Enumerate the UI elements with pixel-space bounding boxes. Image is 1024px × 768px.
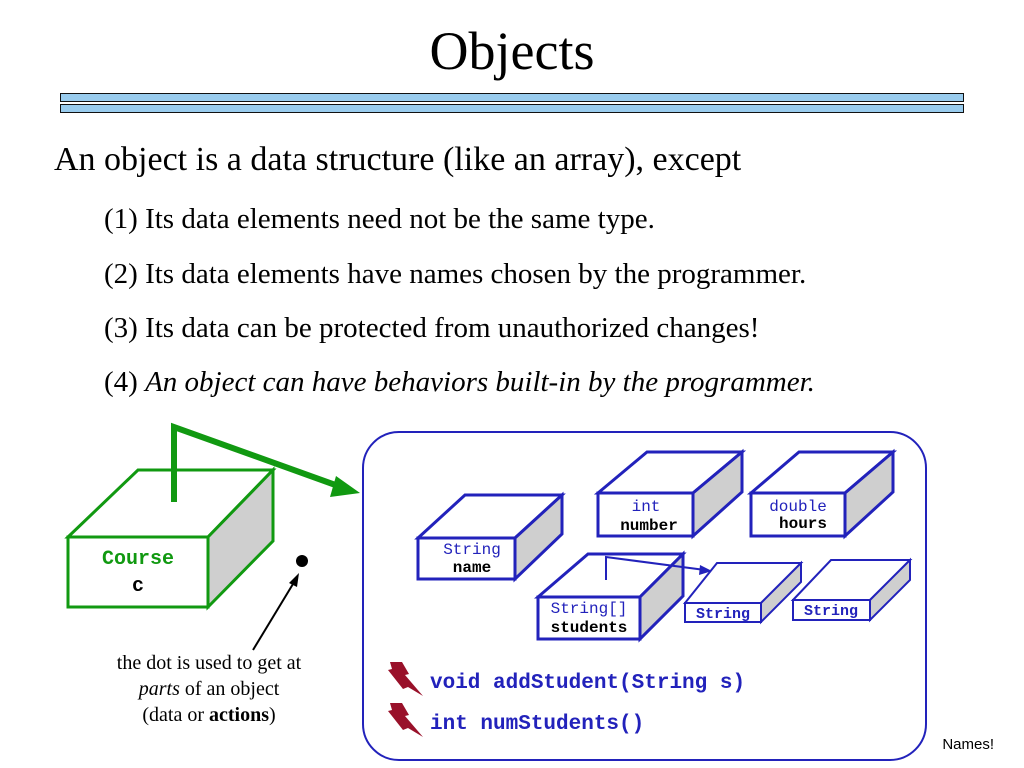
field-hours-box: double hours — [746, 448, 898, 540]
method-num-students: int numStudents() — [430, 713, 644, 736]
point-1: (1) Its data elements need not be the sa… — [104, 201, 655, 237]
field-students-box: String[] students — [533, 550, 687, 643]
course-type-label: Course — [102, 548, 174, 571]
array-reference-arrowhead — [699, 565, 712, 575]
caption-data-or: (data or — [142, 704, 209, 726]
caption-parts: parts — [138, 678, 180, 700]
dot-operator-icon — [296, 555, 308, 567]
point-3-text: Its data can be protected from unauthori… — [145, 312, 760, 344]
point-2-number: (2) — [104, 258, 138, 290]
field-hours-label: hours — [779, 515, 827, 533]
names-note: Names! — [942, 736, 994, 753]
field-number-box: int number — [593, 448, 747, 540]
title-rule-top — [60, 93, 964, 102]
slide-title: Objects — [429, 21, 595, 81]
caption-line-2: parts of an object — [78, 676, 340, 702]
field-hours-type: double — [769, 498, 827, 516]
course-variable-box: Course c — [64, 466, 277, 611]
field-name-label: name — [453, 559, 491, 577]
caption-of-object: of an object — [179, 678, 280, 700]
dot-pointer-arrowhead — [289, 573, 299, 587]
array-element-2: String — [790, 557, 913, 623]
point-3: (3) Its data can be protected from unaut… — [104, 310, 759, 346]
dot-caption: the dot is used to get at parts of an ob… — [78, 650, 340, 728]
dot-pointer-arrow — [252, 578, 297, 651]
point-4-text: An object can have behaviors built-in by… — [145, 366, 815, 398]
array-element-2-type: String — [804, 603, 858, 620]
field-students-label: students — [551, 619, 628, 637]
lightning-icon — [388, 703, 423, 737]
field-name-box: String name — [414, 491, 566, 583]
reference-arrowhead — [330, 476, 360, 497]
field-students-type: String[] — [551, 600, 628, 618]
array-reference-arrow — [605, 555, 706, 580]
field-number-type: int — [632, 498, 661, 516]
point-2-text: Its data elements have names chosen by t… — [145, 258, 807, 290]
title-rule-bottom — [60, 104, 964, 113]
caption-actions: actions — [208, 704, 269, 726]
array-element-1: String — [682, 560, 804, 625]
reference-arrow — [171, 422, 343, 502]
point-3-number: (3) — [104, 312, 138, 344]
lightning-icon — [388, 662, 423, 696]
course-var-name: c — [132, 575, 144, 598]
point-2: (2) Its data elements have names chosen … — [104, 256, 806, 292]
array-element-1-type: String — [696, 606, 750, 623]
point-4-number: (4) — [104, 366, 138, 398]
caption-close: ) — [268, 704, 276, 726]
intro-text: An object is a data structure (like an a… — [54, 141, 742, 178]
method-add-student: void addStudent(String s) — [430, 672, 745, 695]
point-4: (4) An object can have behaviors built-i… — [104, 364, 815, 400]
field-name-type: String — [443, 541, 501, 559]
point-1-number: (1) — [104, 203, 138, 235]
caption-line-1: the dot is used to get at — [116, 652, 302, 674]
caption-line-3: (data or actions) — [78, 702, 340, 728]
field-number-label: number — [620, 517, 678, 535]
point-1-text: Its data elements need not be the same t… — [145, 203, 655, 235]
